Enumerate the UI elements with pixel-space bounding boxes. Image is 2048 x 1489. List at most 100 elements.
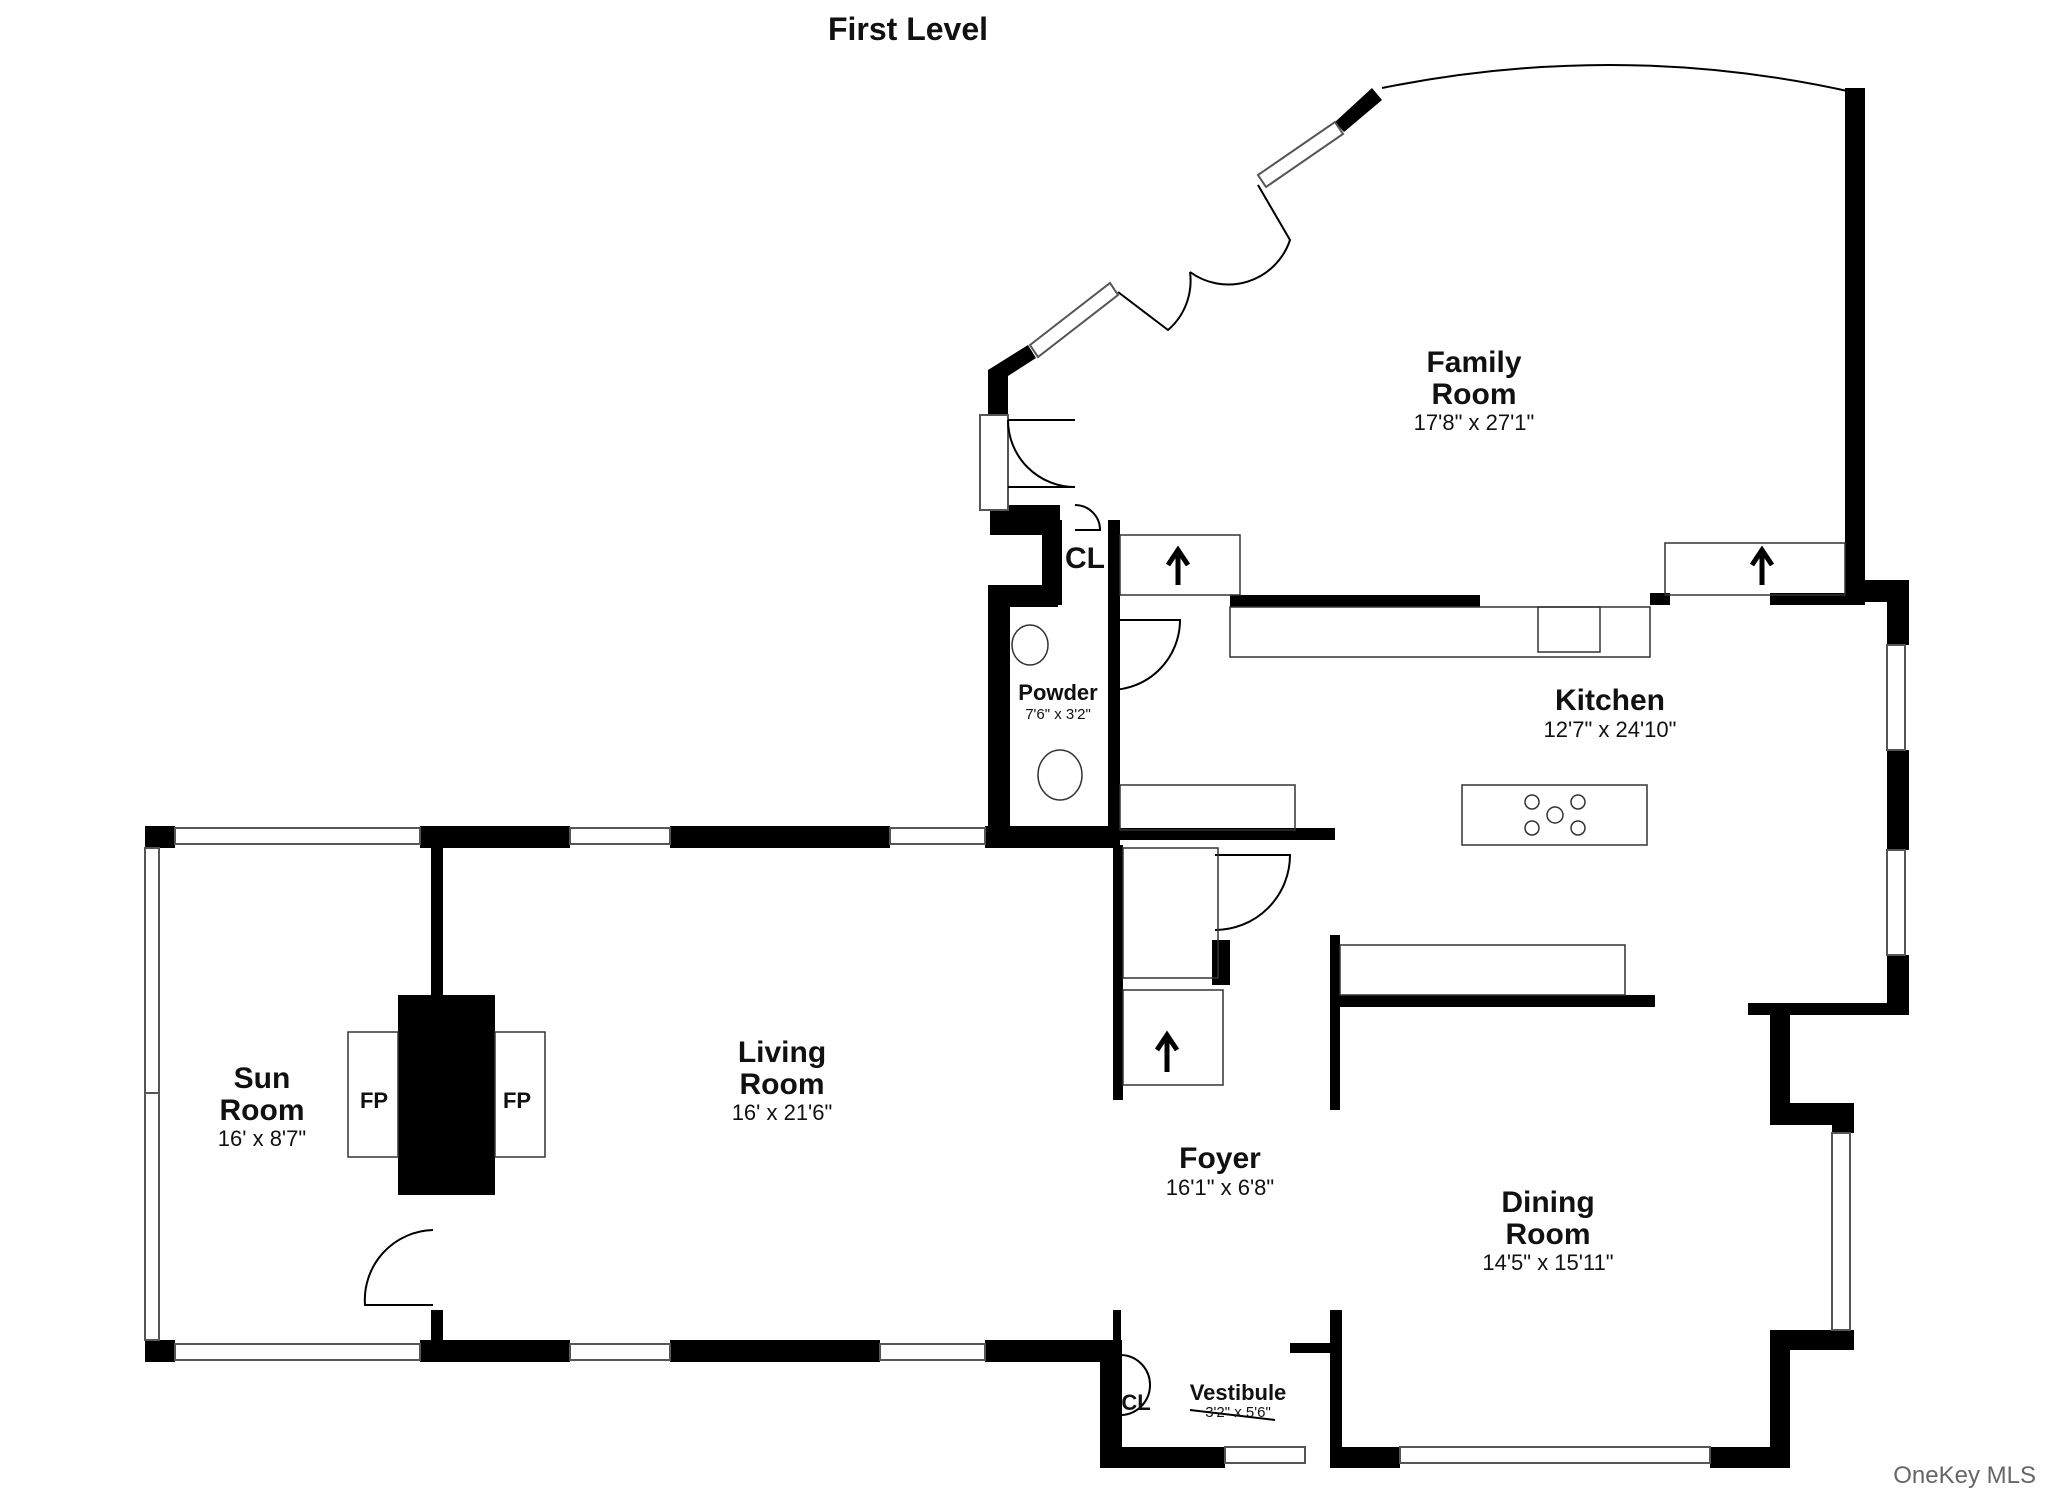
room-name-sun-1: Sun — [234, 1062, 291, 1095]
cooktop-burner-3 — [1524, 820, 1540, 836]
window-family-left — [979, 414, 1009, 511]
stair-arrow-family-right — [1749, 545, 1775, 585]
window-kitchen-right-b — [1886, 849, 1906, 956]
window-dining-right — [1831, 1132, 1851, 1331]
wall-powder-top — [988, 585, 1058, 607]
room-name-living-2: Room — [740, 1068, 825, 1101]
kitchen-lower-counter — [1339, 944, 1626, 996]
wall-living-bottom-c — [985, 1340, 1115, 1362]
walls — [145, 88, 1909, 1468]
room-dims-sun: 16' x 8'7" — [218, 1126, 306, 1151]
wall-kitchen-cap — [1845, 580, 1909, 602]
wall-dining-bottom — [1710, 1447, 1790, 1468]
door-stair — [1214, 854, 1292, 931]
family-step-right — [1664, 542, 1846, 596]
wall-kitchen-right-b — [1887, 750, 1909, 850]
room-dims-foyer: 16'1" x 6'8" — [1166, 1175, 1274, 1200]
cooktop-burner-1 — [1524, 794, 1540, 810]
window-dining-bottom — [1399, 1446, 1711, 1464]
room-dims-powder: 7'6" x 3'2" — [1025, 706, 1091, 723]
wall-closet-right — [1108, 520, 1120, 605]
window-living-bottom-a — [569, 1343, 671, 1361]
wall-sun-bottom — [145, 1340, 175, 1362]
wall-living-bottom-a — [420, 1340, 570, 1362]
room-name-dining-1: Dining — [1501, 1186, 1594, 1219]
room-dims-dining: 14'5" x 15'11" — [1482, 1250, 1613, 1275]
wall-family-bottom-b — [1650, 593, 1670, 605]
room-name-family-1: Family — [1426, 346, 1521, 379]
wall-family-left-diag — [988, 345, 1036, 415]
room-name-powder: Powder — [1018, 680, 1098, 705]
wall-kitchen-counter-wall — [1330, 995, 1655, 1007]
kitchen-counter-left — [1119, 784, 1296, 831]
cooktop-burner-5 — [1546, 806, 1564, 824]
wall-powder-bottom — [988, 828, 1120, 848]
room-name-foyer: Foyer — [1179, 1142, 1261, 1175]
wall-living-top-a — [420, 826, 570, 848]
window-kitchen-right-a — [1886, 644, 1906, 751]
kitchen-island — [1461, 784, 1648, 846]
fireplace-label-right: FP — [503, 1088, 531, 1113]
window-vestibule-bottom — [1224, 1446, 1306, 1464]
window-sun-bottom — [174, 1343, 421, 1361]
door-vestibule-closet — [1121, 1354, 1152, 1416]
room-name-dining-2: Room — [1506, 1218, 1591, 1251]
hearth-left — [347, 1031, 399, 1158]
wall-vestibule-left — [1100, 1340, 1122, 1468]
room-name-living-1: Living — [738, 1036, 826, 1069]
wall-dining-bottom-right — [1770, 1330, 1790, 1468]
room-dims-kitchen: 12'7" x 24'10" — [1544, 717, 1677, 742]
wall-family-upper-diag — [1335, 88, 1382, 132]
door-powder — [1109, 619, 1182, 691]
stair-arrow-foyer — [1154, 1030, 1180, 1072]
kitchen-sink — [1537, 606, 1601, 653]
wall-kitchen-right-c — [1887, 955, 1909, 1015]
wall-dining-bottom-left — [1330, 1447, 1400, 1468]
window-living-top-a — [569, 827, 671, 845]
wall-family-right — [1845, 88, 1865, 593]
wall-sun-divider-bot — [431, 1310, 443, 1345]
room-name-vestibule: Vestibule — [1190, 1380, 1287, 1405]
wall-family-curve — [1381, 64, 1853, 93]
wall-foyer-divider — [1330, 935, 1340, 1110]
window-family-diag-b — [1256, 120, 1345, 189]
wall-powder-left — [988, 585, 1010, 847]
chimney — [398, 995, 495, 1195]
kitchen-counter-top — [1229, 606, 1651, 658]
wall-dining-jog2 — [1770, 1330, 1854, 1350]
wall-vestibule-right — [1330, 1310, 1342, 1468]
room-dims-family: 17'8" x 27'1" — [1414, 410, 1535, 435]
cooktop-burner-2 — [1570, 794, 1586, 810]
window-sun-top — [174, 827, 421, 845]
hearth-right — [494, 1031, 546, 1158]
window-sun-left-a — [144, 847, 160, 1094]
window-living-bottom-b — [879, 1343, 986, 1361]
door-family-left — [1007, 419, 1076, 488]
fixtures — [347, 534, 1846, 1158]
wall-sun-top — [145, 826, 175, 848]
door-closet-upper — [1074, 504, 1102, 531]
door-family-french — [1117, 184, 1292, 332]
wall-dining-right-a — [1832, 1103, 1854, 1133]
wall-stair-left — [1113, 845, 1123, 1100]
wall-vestibule-bottom — [1100, 1447, 1225, 1468]
door-vestibule — [1189, 1409, 1276, 1421]
wall-sun-divider-top — [431, 845, 443, 995]
window-family-diag-a — [1028, 281, 1120, 359]
closet-label-upper: CL — [1065, 542, 1105, 575]
windows — [144, 120, 1906, 1464]
window-living-top-b — [889, 827, 986, 845]
powder-toilet — [1037, 749, 1083, 801]
wall-dining-jog-bottom — [1770, 1103, 1850, 1125]
door-sun — [363, 1229, 434, 1306]
doors — [363, 184, 1292, 1421]
room-name-kitchen: Kitchen — [1555, 684, 1665, 717]
wall-closet-left — [1042, 520, 1062, 605]
wall-vestibule-closet — [1113, 1310, 1121, 1345]
wall-family-bottom-a — [1230, 595, 1480, 607]
stair-arrow-family-left — [1165, 545, 1191, 585]
family-step-left — [1119, 534, 1241, 596]
room-dims-living: 16' x 21'6" — [732, 1100, 833, 1125]
powder-sink — [1011, 624, 1049, 666]
